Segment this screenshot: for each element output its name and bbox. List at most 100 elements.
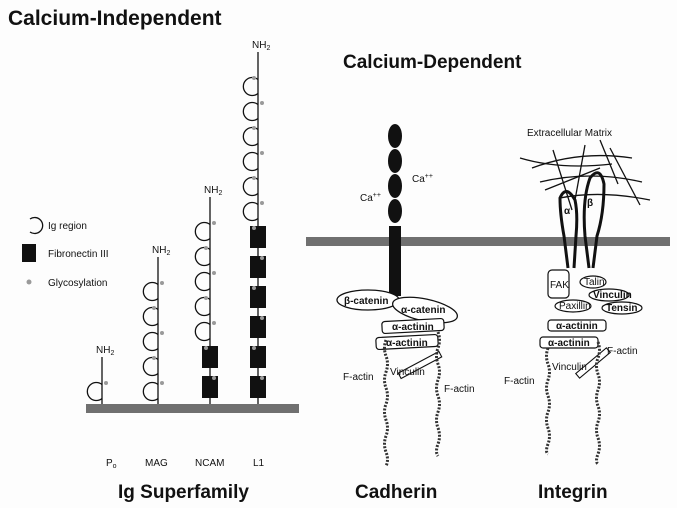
- vinculin-box: [588, 288, 630, 302]
- ig-domain-loop: [194, 271, 211, 292]
- alpha-actinin-top: [381, 317, 445, 335]
- fibronectin-domain: [250, 376, 266, 398]
- ig-domain-loop: [142, 356, 159, 377]
- cadherin-f-actin-right: [435, 331, 441, 457]
- ig-domain-loop: [242, 76, 259, 97]
- integrin-vinculin-label: Vinculin: [593, 290, 632, 301]
- integrin-f-actin-left-label: F-actin: [504, 376, 535, 387]
- fibronectin-domain: [202, 346, 218, 368]
- legend-glycosylation-icon: [26, 279, 32, 285]
- label-mag: MAG: [145, 458, 168, 469]
- integrin-vinculin-lower-label: Vinculin: [552, 362, 587, 373]
- legend-ig-icon: [29, 216, 44, 235]
- cadherin-domain: [388, 199, 402, 223]
- ig-domain-loop: [194, 246, 211, 267]
- fibronectin-domain: [250, 226, 266, 248]
- glycosylation-dot: [152, 306, 156, 310]
- integrin-alpha-subunit: [558, 190, 579, 269]
- label-po: Po: [106, 458, 117, 470]
- fibronectin-domain: [250, 256, 266, 278]
- alpha-catenin-label: α-catenin: [401, 305, 446, 316]
- glycosylation-dot: [260, 201, 264, 205]
- cadherin-transmembrane: [389, 226, 401, 296]
- integrin-beta-label: β: [587, 198, 593, 209]
- integrin-f-actin-right: [595, 341, 601, 466]
- ig-domain-loop: [194, 221, 211, 242]
- glycosylation-dot: [260, 151, 264, 155]
- glycosylation-dot: [204, 296, 208, 300]
- glycosylation-dot: [260, 376, 264, 380]
- ig-domain-loop: [142, 281, 159, 302]
- fibronectin-domain: [250, 346, 266, 368]
- ig-domain-loop: [142, 381, 159, 402]
- glycosylation-dot: [204, 246, 208, 250]
- glycosylation-dot: [204, 346, 208, 350]
- legend: Ig region Fibronectin III Glycosylation: [22, 216, 109, 289]
- talin-label: Talin: [584, 277, 605, 288]
- integrin-alpha-label: α: [564, 206, 571, 217]
- title-calcium-dependent: Calcium-Dependent: [343, 52, 522, 73]
- talin-box: [579, 275, 607, 289]
- integrin-f-actin-right-label: F-actin: [607, 346, 638, 357]
- paxillin-label: Paxillin: [559, 301, 591, 312]
- cadherin-f-actin-left: [383, 339, 389, 467]
- ig-domain-loop: [142, 306, 159, 327]
- glycosylation-dot: [252, 286, 256, 290]
- nh2-label: NH2: [252, 40, 270, 52]
- legend-glycosylation-label: Glycosylation: [48, 278, 107, 289]
- fibronectin-domain: [250, 316, 266, 338]
- fibronectin-domain: [202, 376, 218, 398]
- integrin-alpha-actinin-top-label: α-actinin: [556, 321, 598, 332]
- paxillin-box: [554, 299, 592, 313]
- ig-domain-loop: [142, 331, 159, 352]
- fak-label: FAK: [550, 280, 569, 291]
- fibronectin-domain: [250, 286, 266, 308]
- nh2-label: NH2: [152, 245, 170, 257]
- integrin-alpha-actinin-top: [547, 319, 607, 332]
- label-ncam: NCAM: [195, 458, 224, 469]
- glycosylation-dot: [160, 281, 164, 285]
- ig-domain-loop: [242, 101, 259, 122]
- glycosylation-dot: [160, 381, 164, 385]
- glycosylation-dot: [104, 381, 108, 385]
- integrin-beta-subunit: [582, 171, 606, 269]
- alpha-actinin-top-label: α-actinin: [392, 322, 434, 333]
- nh2-label: NH2: [204, 185, 222, 197]
- alpha-actinin-bottom-label: α-actinin: [386, 338, 428, 349]
- cadherin-domain: [388, 124, 402, 148]
- legend-fibronectin-icon: [22, 244, 36, 262]
- legend-fibronectin-label: Fibronectin III: [48, 249, 109, 260]
- ig-domain-loop: [242, 126, 259, 147]
- glycosylation-dot: [152, 356, 156, 360]
- legend-ig-label: Ig region: [48, 221, 87, 232]
- ig-domain-loop: [194, 321, 211, 342]
- glycosylation-dot: [252, 126, 256, 130]
- ig-domain-loop: [242, 201, 259, 222]
- label-ig-superfamily: Ig Superfamily: [118, 482, 249, 503]
- integrin-f-actin-left: [545, 347, 551, 456]
- beta-catenin-label: β-catenin: [344, 296, 388, 307]
- integrin-alpha-actinin-bottom-label: α-actinin: [548, 338, 590, 349]
- ig-domain-loop: [242, 151, 259, 172]
- fak-box: [547, 269, 570, 299]
- upper-membrane: [306, 237, 670, 246]
- ig-domain-loop: [194, 296, 211, 317]
- label-cadherin: Cadherin: [355, 482, 437, 503]
- alpha-actinin-bottom: [375, 333, 439, 351]
- integrin-group: Extracellular Matrix α β FAK Talin Vincu…: [504, 128, 651, 503]
- ig-domain-loop: [242, 176, 259, 197]
- cadherin-f-actin-left-label: F-actin: [343, 372, 374, 383]
- cadherin-ca-left: Ca++: [360, 192, 381, 204]
- nh2-label: NH2: [96, 345, 114, 357]
- glycosylation-dot: [260, 316, 264, 320]
- ig-membrane: [86, 404, 299, 413]
- cadherin-vinculin-label: Vinculin: [390, 367, 425, 378]
- glycosylation-dot: [260, 256, 264, 260]
- glycosylation-dot: [252, 346, 256, 350]
- glycosylation-dot: [160, 331, 164, 335]
- label-l1: L1: [253, 458, 265, 469]
- label-integrin: Integrin: [538, 482, 608, 503]
- glycosylation-dot: [252, 76, 256, 80]
